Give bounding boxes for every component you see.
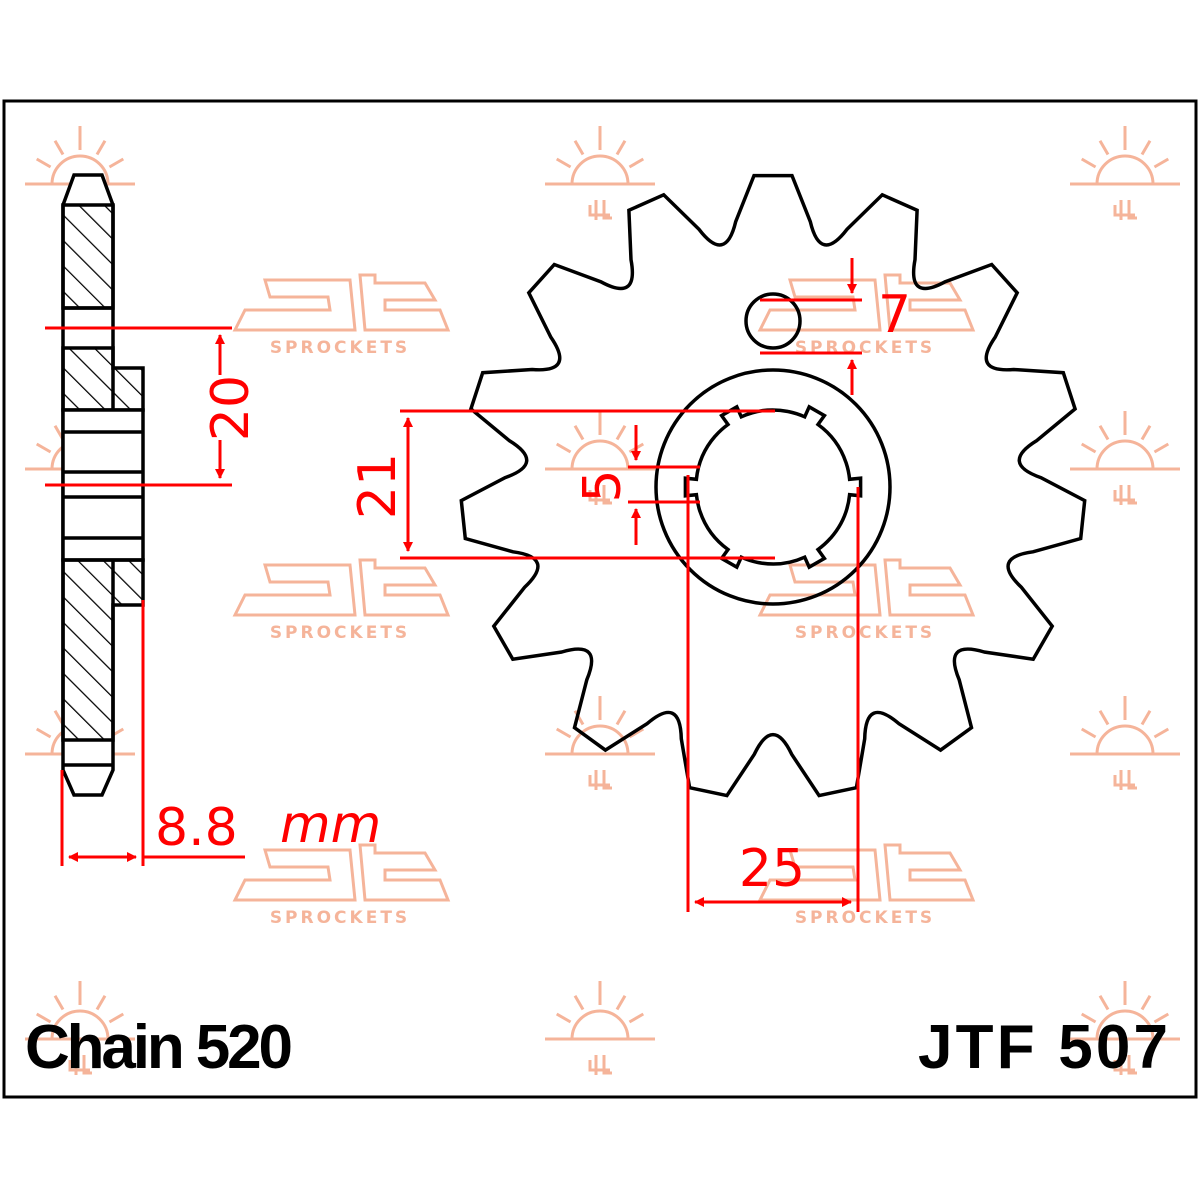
dimension-21-label: 21 <box>348 453 408 519</box>
jt-sprockets-logo: SPROCKETS <box>757 843 976 928</box>
watermark-text: SPROCKETS <box>795 623 935 643</box>
watermark-text: SPROCKETS <box>795 908 935 928</box>
dimension-20-label: 20 <box>201 375 261 441</box>
dimension-7: 7 <box>760 258 911 395</box>
sun-icon <box>1070 126 1180 220</box>
dimension-unit: mm <box>280 795 381 855</box>
dimension-7-label: 7 <box>878 285 911 345</box>
sun-icon <box>1070 411 1180 505</box>
dimension-8-8-label: 8.8 <box>155 798 238 858</box>
sun-icon <box>545 126 655 220</box>
watermark-text: SPROCKETS <box>270 908 410 928</box>
jt-sprockets-logo: SPROCKETS <box>232 558 451 643</box>
front-view <box>459 173 1087 798</box>
sprocket-outline <box>459 173 1087 798</box>
watermark-text: SPROCKETS <box>795 338 935 358</box>
bore-circle <box>654 368 892 606</box>
watermark-text: SPROCKETS <box>270 623 410 643</box>
dimension-25: 25 <box>686 475 860 912</box>
watermark-text: SPROCKETS <box>270 338 410 358</box>
sun-icon <box>25 981 135 1075</box>
drawing-border <box>2 99 1198 1099</box>
sun-icon <box>1070 981 1180 1075</box>
sun-icon <box>1070 696 1180 790</box>
jt-sprockets-logo: SPROCKETS <box>757 273 976 358</box>
dimension-8-8: 8.8 mm <box>60 600 381 866</box>
dimension-20: 20 <box>45 326 261 487</box>
chain-label: Chain 520 <box>25 1013 293 1082</box>
jt-sprockets-logo: SPROCKETS <box>232 273 451 358</box>
sun-icon <box>545 981 655 1075</box>
dimension-5-label: 5 <box>573 469 633 502</box>
dimension-21: 21 <box>348 409 775 560</box>
watermark-layer: SPROCKETS SPROCKETS SPROCKETS SPROCKETS SPRO… <box>25 126 1180 1075</box>
jt-sprockets-logo: SPROCKETS <box>757 558 976 643</box>
spline-bore <box>683 404 863 570</box>
jt-sprockets-logo: SPROCKETS <box>232 843 451 928</box>
dimension-5: 5 <box>573 425 700 545</box>
sun-icon <box>545 696 655 790</box>
bolt-hole <box>744 292 802 350</box>
part-number: JTF 507 <box>918 1013 1168 1082</box>
dimension-25-label: 25 <box>739 839 805 899</box>
